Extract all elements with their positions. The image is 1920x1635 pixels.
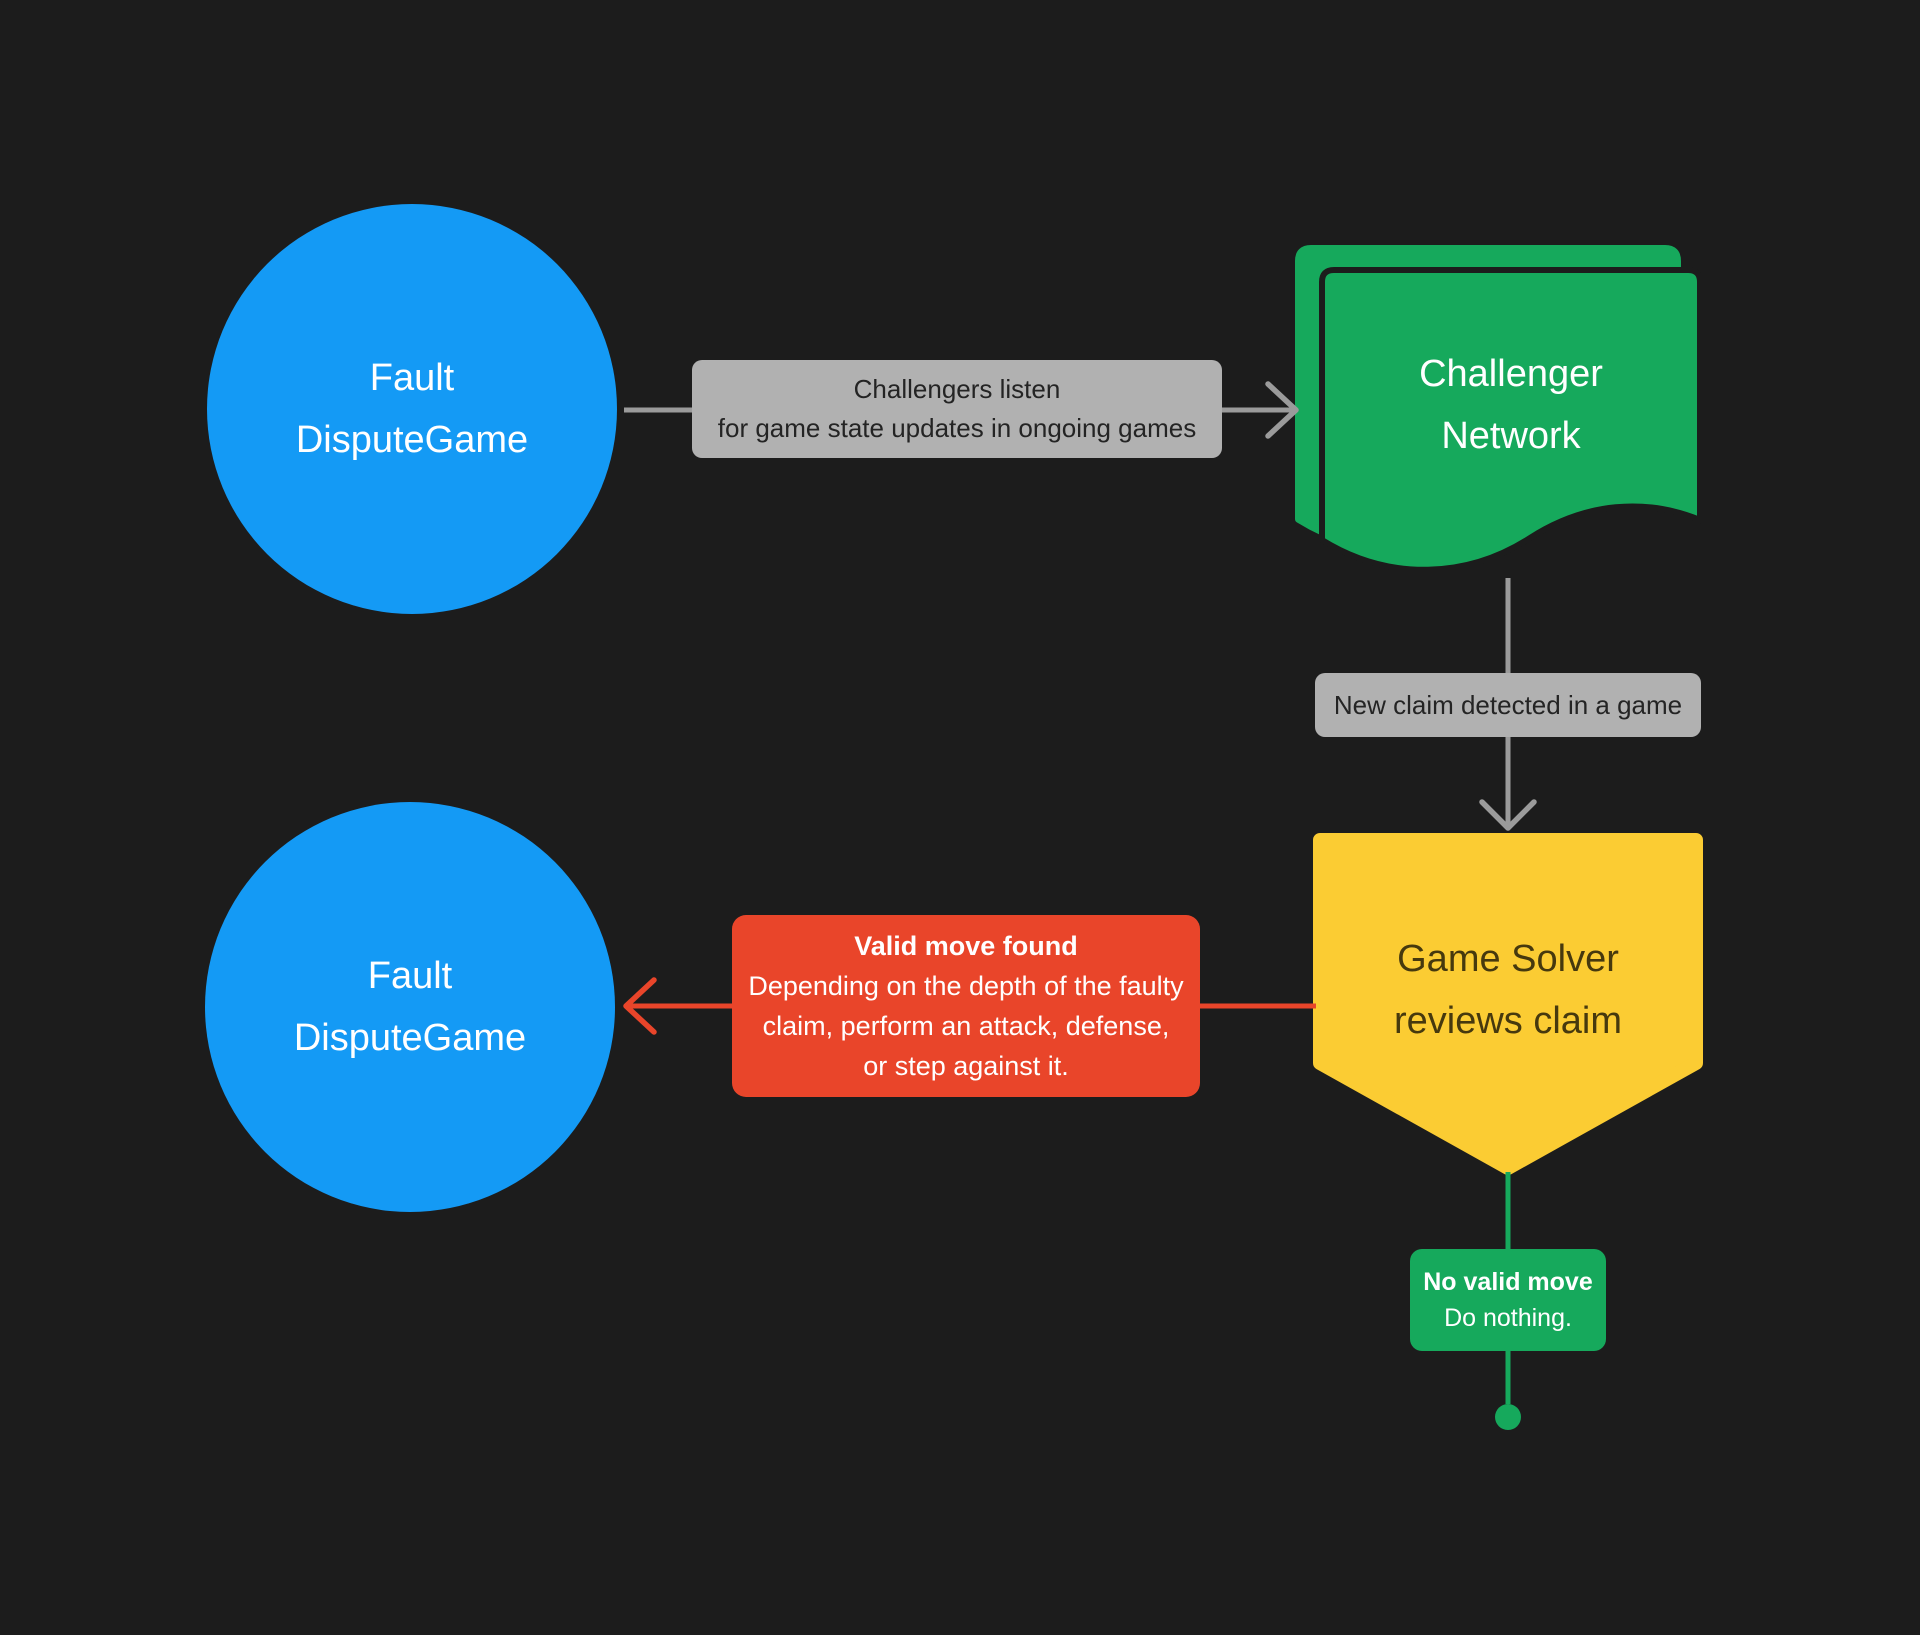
edge-label-line: for game state updates in ongoing games	[717, 413, 1197, 443]
edge-label-valid-move: Valid move found Depending on the depth …	[732, 915, 1200, 1097]
valid-move-body-line: claim, perform an attack, defense,	[762, 1011, 1170, 1041]
node-title-line: DisputeGame	[295, 419, 529, 461]
edge-label-new-claim: New claim detected in a game	[1315, 673, 1701, 737]
edge-label-line: Challengers listen	[853, 374, 1061, 404]
node-title-line: Fault	[367, 955, 453, 997]
edge-label-line: New claim detected in a game	[1333, 689, 1683, 720]
edge-label-no-valid-move: No valid move Do nothing.	[1410, 1249, 1606, 1351]
node-fault-dispute-game-bottom: Fault DisputeGame	[205, 802, 615, 1212]
valid-move-body-line: Depending on the depth of the faulty	[748, 971, 1184, 1001]
listen-arrowhead-icon	[1265, 381, 1299, 439]
new-claim-arrowhead-icon	[1479, 799, 1537, 831]
game-solver-pentagon-shape	[1313, 833, 1703, 1175]
valid-move-arrowhead-icon	[623, 977, 657, 1035]
challenger-network-shape	[1295, 245, 1703, 573]
no-valid-move-body: Do nothing.	[1444, 1304, 1572, 1332]
node-title-line: DisputeGame	[293, 1017, 527, 1059]
node-title-line: Fault	[369, 357, 455, 399]
terminal-dot	[1495, 1404, 1521, 1430]
valid-move-body-line: or step against it.	[863, 1051, 1069, 1081]
valid-move-title: Valid move found	[854, 931, 1078, 961]
document-front-shape	[1319, 267, 1703, 573]
node-fault-dispute-game-top: Fault DisputeGame	[207, 204, 617, 614]
edge-label-challengers-listen: Challengers listen for game state update…	[692, 360, 1222, 458]
no-valid-move-title: No valid move	[1423, 1268, 1593, 1296]
